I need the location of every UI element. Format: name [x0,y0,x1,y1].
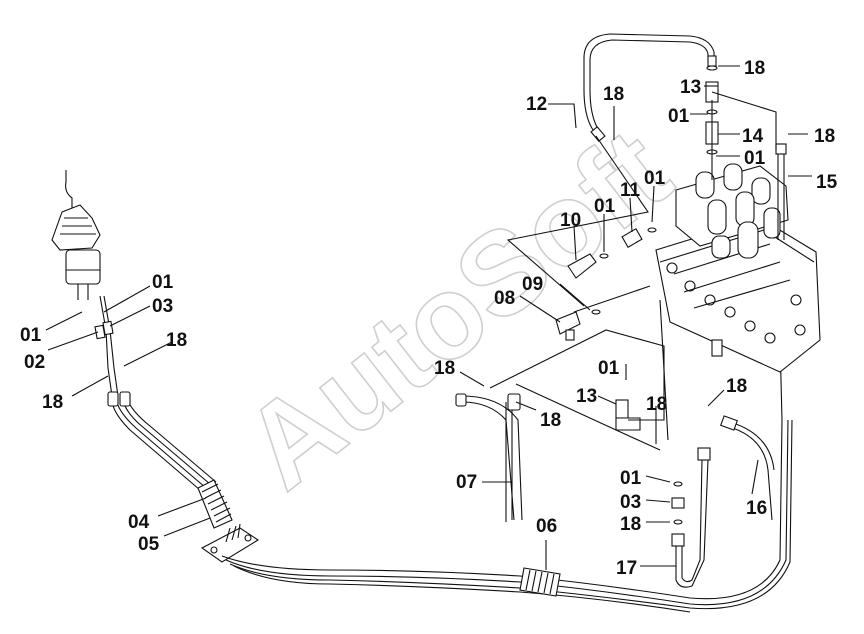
callout-18c: 18 [603,84,624,105]
svg-text:AutoSoft: AutoSoft [220,104,694,515]
callout-13b: 13 [576,386,597,407]
callout-10: 10 [560,210,581,231]
pilot-hose-15 [775,143,787,240]
tee-fitting [555,311,581,341]
callout-15: 15 [816,172,838,193]
callout-18i: 18 [726,376,747,397]
hose-16 [720,415,775,521]
pilot-joystick [51,170,101,300]
callout-01g: 01 [598,358,620,379]
callout-06: 06 [536,516,557,537]
hose-sleeve [197,479,233,529]
grommet-plate [200,523,260,563]
callout-18j: 18 [620,514,641,535]
callout-01d: 01 [744,148,766,169]
tee-fitting-lower [615,399,641,431]
main-hose-bundle [221,259,793,613]
joystick-hoses [94,295,217,491]
pilot-hose-12 [583,33,717,142]
hose-17 [671,447,711,588]
assembly-lines [489,91,777,451]
callout-13a: 13 [680,77,701,98]
hose-07 [455,393,523,522]
leader-lines [45,65,812,570]
callout-01c: 01 [668,106,690,127]
callout-09: 09 [522,274,543,295]
callout-03a: 03 [152,296,173,317]
callout-05: 05 [138,534,160,555]
adapters [567,227,657,315]
callout-01f: 01 [594,196,616,217]
callout-labels: 01 02 01 03 18 18 04 05 12 18 13 18 01 1… [20,58,838,579]
control-valve [655,163,821,373]
watermark: AutoSoft [219,103,694,515]
callout-03b: 03 [620,492,641,513]
callout-01b: 01 [152,272,174,293]
callout-07: 07 [456,472,477,493]
callout-12: 12 [526,94,547,115]
callout-01h: 01 [620,468,642,489]
callout-18a: 18 [166,330,187,351]
callout-17: 17 [616,558,637,579]
callout-02: 02 [24,352,45,373]
callout-11: 11 [620,180,641,201]
callout-08: 08 [494,288,515,309]
callout-16: 16 [746,498,767,519]
callout-04: 04 [128,512,150,533]
callout-18e: 18 [814,126,835,147]
callout-18g: 18 [540,410,561,431]
callout-01e: 01 [644,168,666,189]
callout-01a: 01 [20,325,42,346]
callout-14: 14 [742,126,764,147]
callout-18f: 18 [434,358,455,379]
callout-18d: 18 [744,58,765,79]
callout-18h: 18 [646,394,667,415]
callout-18b: 18 [42,392,63,413]
